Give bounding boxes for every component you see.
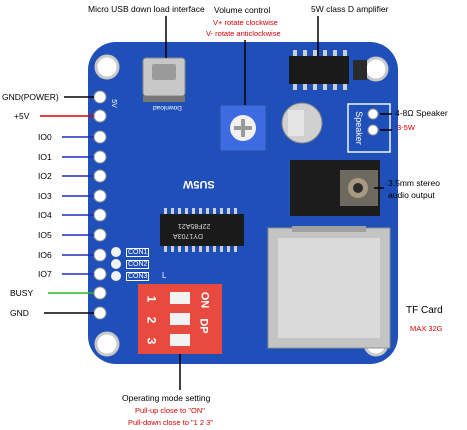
capacitor-label-area: [288, 110, 304, 136]
mount-hole-bl: [94, 331, 120, 357]
callout-lines: [165, 16, 392, 390]
mount-hole-tr: [363, 56, 389, 82]
pin-label-busy: BUSY: [10, 288, 34, 298]
pin-label-gnd-power: GND(POWER): [2, 92, 59, 102]
speaker-power-label: 3-5W: [397, 123, 415, 132]
vplus-label: V+ rotate clockwise: [213, 18, 278, 27]
board-chip-label: DY1703A: [173, 232, 203, 239]
usb-label: Micro USB down load interface: [88, 4, 205, 14]
pulldown-label: Pull-down close to "1 2 3": [128, 418, 213, 427]
dip-num-3: 3: [144, 337, 159, 345]
board-download-label: Download: [153, 104, 182, 111]
main-chip: [160, 214, 244, 246]
pin-label-io7: IO7: [38, 269, 52, 279]
pin-label-gnd: GND: [10, 308, 29, 318]
board-5v-label: 5V: [109, 99, 117, 108]
micro-usb-pad: [143, 96, 185, 102]
pin-label-io0: IO0: [38, 132, 52, 142]
tf-max-label: MAX 32G: [410, 324, 443, 333]
pin-label-io6: IO6: [38, 250, 52, 260]
header-pins: [93, 90, 107, 320]
board-con3: CON3: [126, 272, 150, 281]
board-speaker-label: Speaker: [353, 111, 364, 145]
dip-num-2: 2: [144, 316, 159, 324]
dip-switch-1: [170, 292, 190, 304]
mode-label: Operating mode setting: [122, 393, 211, 403]
board-con1: CON1: [126, 248, 150, 257]
pin-label-io2: IO2: [38, 171, 52, 181]
micro-usb-opening: [152, 64, 176, 80]
vminus-label: V- rotate anticlockwise: [206, 29, 281, 38]
pin-callout-lines: [40, 96, 94, 314]
dip-on-label: ON: [198, 291, 211, 309]
main-chip-pins: [164, 208, 237, 252]
pin-label-io5: IO5: [38, 230, 52, 240]
pin-label-io4: IO4: [38, 210, 52, 220]
dip-dp-label: DP: [197, 318, 210, 334]
con-pads: [111, 247, 121, 281]
speaker-header-outline: [347, 103, 391, 153]
jack-label-line2: audio output: [388, 190, 435, 200]
dip-switch-3: [170, 334, 190, 346]
amplifier-chip-pins: [293, 50, 347, 90]
board-name: SU5W: [183, 178, 215, 190]
speaker-pin-plus: [367, 108, 379, 120]
board-l-label: L: [162, 271, 167, 280]
tf-card-label: TF Card: [406, 305, 443, 316]
mount-hole-tl: [94, 54, 120, 80]
dip-num-1: 1: [144, 295, 159, 303]
pin-label-5v: +5V: [14, 111, 30, 121]
speaker-pin-minus: [367, 124, 379, 136]
pin-label-io1: IO1: [38, 152, 52, 162]
tf-card-insert: [278, 238, 380, 338]
amplifier-inductor: [353, 60, 367, 80]
volume-label: Volume control: [214, 5, 271, 15]
board-con2: CON2: [126, 260, 150, 269]
amplifier-chip: [289, 56, 349, 84]
speaker-label: 4-8Ω Speaker: [395, 108, 448, 118]
jack-label-line1: 3.5mm stereo: [388, 178, 440, 188]
pin-label-io3: IO3: [38, 191, 52, 201]
pullup-label: Pull-up close to "ON": [135, 406, 205, 415]
dip-switch-2: [170, 313, 190, 325]
board-chip-code: 22F85A21: [178, 222, 211, 229]
amp-label: 5W class D amplifier: [311, 4, 389, 14]
